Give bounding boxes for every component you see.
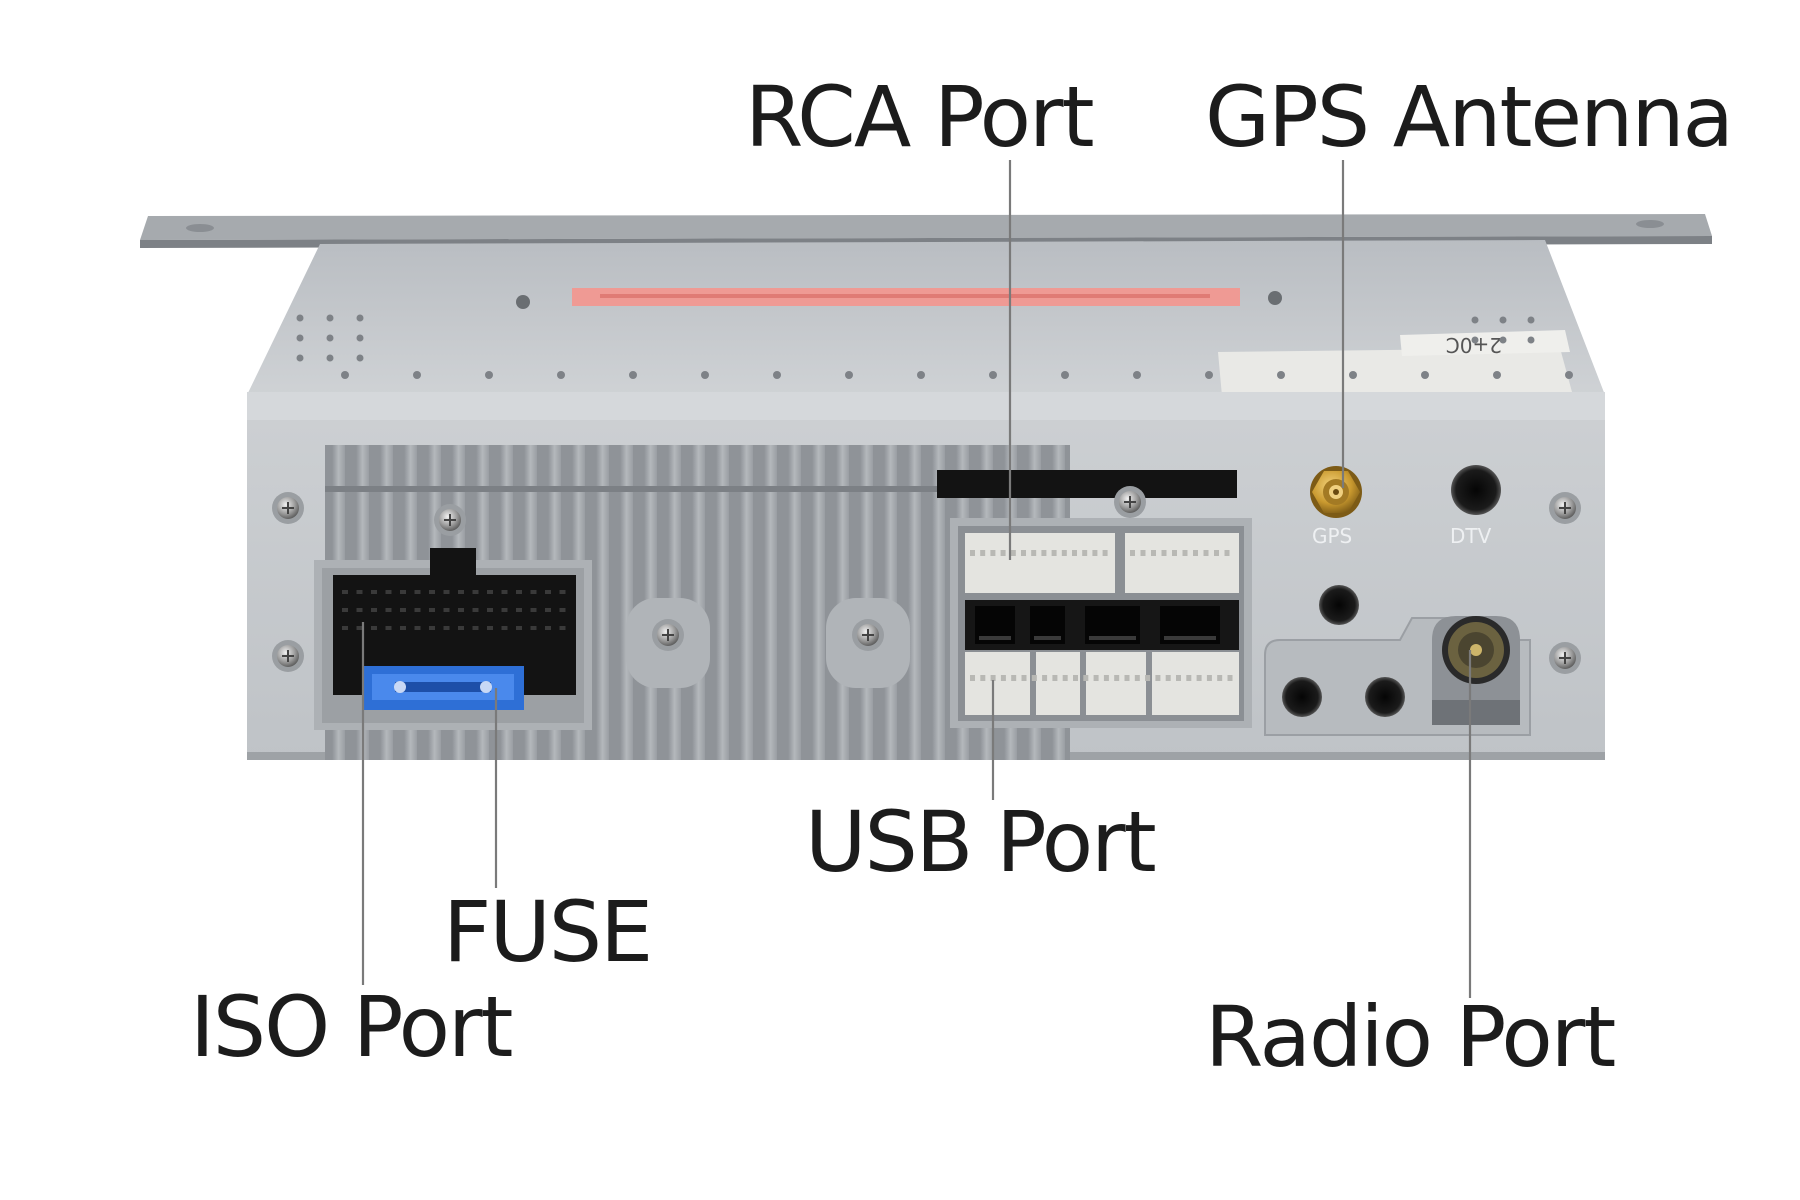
- screw-icon: [1549, 492, 1581, 524]
- gps-mark: GPS: [1312, 524, 1352, 548]
- aux-socket: [1125, 533, 1239, 593]
- chassis-top: 2+0C: [247, 240, 1605, 396]
- antenna-socket-icon: [1432, 616, 1520, 725]
- label-sticker: [1218, 348, 1572, 396]
- screw-icon: [272, 492, 304, 524]
- vent-dots: [296, 314, 1573, 379]
- sma-connector-icon: [1310, 466, 1362, 518]
- screw-icon: [272, 640, 304, 672]
- multi-connector-block: [937, 470, 1252, 728]
- antenna-panel: GPS DTV: [1264, 465, 1531, 736]
- screw-icon: [434, 504, 466, 536]
- label-gps-antenna: GPS Antenna: [1205, 68, 1734, 166]
- label-rca-port: RCA Port: [745, 68, 1095, 166]
- usb-socket: [965, 652, 1030, 715]
- iso-connector: [314, 548, 592, 730]
- label-radio-port: Radio Port: [1205, 988, 1616, 1086]
- screw-icon: [852, 619, 884, 651]
- leader-lines: [361, 160, 1472, 998]
- screw-group: [272, 486, 1581, 674]
- label-iso-port: ISO Port: [190, 978, 513, 1076]
- dtv-hole: [1451, 465, 1501, 515]
- screw-icon: [1549, 642, 1581, 674]
- sticker-code: 2+0C: [1446, 333, 1502, 357]
- rca-socket: [965, 533, 1115, 593]
- screw-icon: [652, 619, 684, 651]
- label-usb-port: USB Port: [805, 793, 1157, 891]
- screw-icon: [1114, 486, 1146, 518]
- dtv-mark: DTV: [1450, 524, 1492, 548]
- label-fuse: FUSE: [443, 883, 653, 981]
